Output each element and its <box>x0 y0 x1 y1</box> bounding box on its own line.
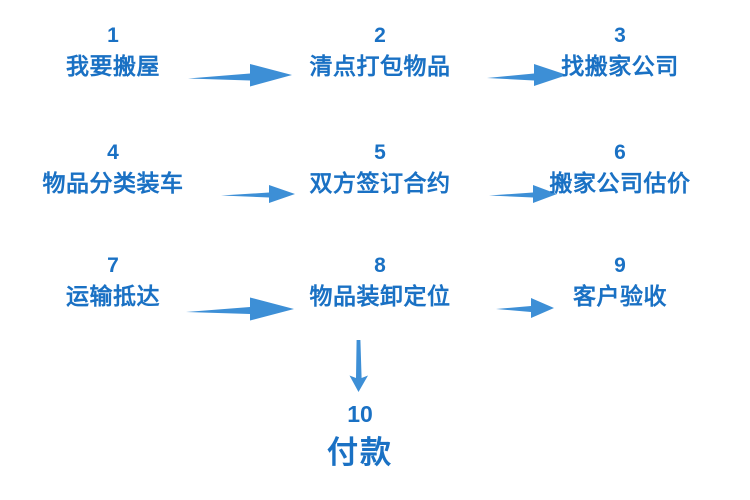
step-label-2: 清点打包物品 <box>309 53 451 79</box>
step-number-5: 5 <box>374 141 386 164</box>
step-node-5[interactable]: 5 双方签订合约 <box>310 142 451 195</box>
step-node-6[interactable]: 6 搬家公司估价 <box>550 142 691 195</box>
step-label-9: 客户验收 <box>573 283 667 309</box>
step-node-9[interactable]: 9 客户验收 <box>573 255 667 308</box>
step-label-8: 物品装卸定位 <box>309 283 451 309</box>
step-number-4: 4 <box>107 141 119 164</box>
step-number-3: 3 <box>614 24 626 47</box>
arrow-5-to-6-icon <box>489 183 557 205</box>
step-label-6: 搬家公司估价 <box>549 170 691 196</box>
step-label-7: 运输抵达 <box>66 283 160 309</box>
step-number-6: 6 <box>614 141 626 164</box>
step-node-3[interactable]: 3 找搬家公司 <box>561 25 679 78</box>
arrow-8-to-9-icon <box>496 296 554 320</box>
arrow-2-to-3-icon <box>487 61 567 89</box>
step-node-4[interactable]: 4 物品分类装车 <box>43 142 184 195</box>
arrow-4-to-5-icon <box>221 183 295 205</box>
step-number-8: 8 <box>374 254 386 277</box>
step-node-7[interactable]: 7 运输抵达 <box>66 255 160 308</box>
step-label-5: 双方签订合约 <box>309 170 451 196</box>
step-node-1[interactable]: 1 我要搬屋 <box>66 25 160 78</box>
step-number-10: 10 <box>347 401 373 427</box>
arrow-8-to-10-icon <box>347 340 371 392</box>
step-label-3: 找搬家公司 <box>561 53 679 79</box>
arrow-1-to-2-icon <box>188 60 292 90</box>
step-number-9: 9 <box>614 254 626 277</box>
step-label-1: 我要搬屋 <box>66 53 160 79</box>
step-number-7: 7 <box>107 254 119 277</box>
step-node-8[interactable]: 8 物品装卸定位 <box>310 255 451 308</box>
step-label-4: 物品分类装车 <box>42 170 184 196</box>
step-label-10: 付款 <box>327 435 393 470</box>
arrow-7-to-8-icon <box>186 294 294 324</box>
step-number-2: 2 <box>374 24 386 47</box>
step-node-10[interactable]: 10 付款 <box>327 401 393 470</box>
step-node-2[interactable]: 2 清点打包物品 <box>310 25 451 78</box>
step-number-1: 1 <box>107 24 119 47</box>
